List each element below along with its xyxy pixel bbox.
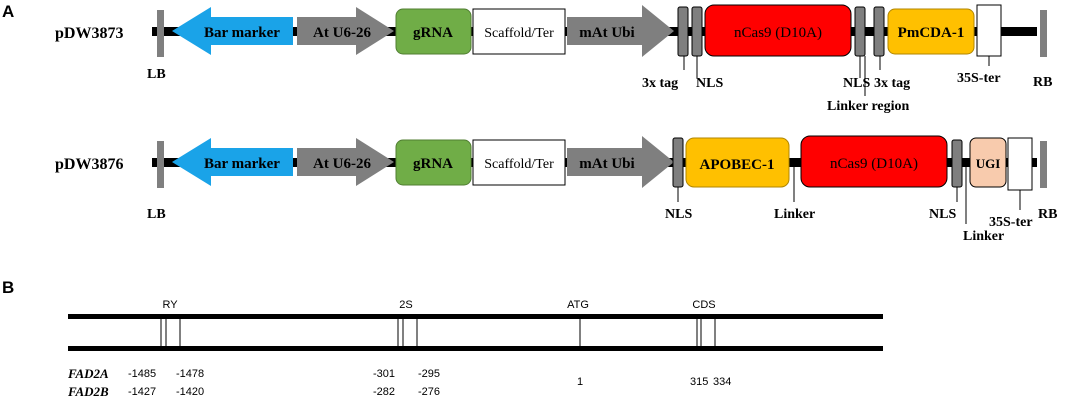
promoter-map: RY 2S ATG CDS FAD2A FAD2B -1485 -1478 -3… bbox=[67, 299, 883, 399]
fad2a-label: FAD2A bbox=[67, 366, 109, 381]
ubi-label: mAt Ubi bbox=[579, 25, 634, 41]
rb-label: RB bbox=[1038, 207, 1057, 222]
scaffold-label: Scaffold/Ter bbox=[484, 157, 554, 172]
cds-label: CDS bbox=[692, 299, 715, 311]
position-value: 315 bbox=[690, 376, 708, 388]
linker-label: Linker bbox=[963, 229, 1004, 244]
nls-label: NLS bbox=[696, 76, 723, 91]
terminator-label: 35S-ter bbox=[957, 71, 1001, 86]
position-value: -276 bbox=[418, 386, 440, 398]
tag-box bbox=[873, 6, 885, 57]
nls-label: NLS bbox=[665, 207, 692, 222]
nls-box bbox=[951, 139, 963, 188]
tag-label: 3x tag bbox=[874, 76, 910, 91]
grna-box bbox=[395, 8, 472, 55]
pmcda-box bbox=[887, 8, 975, 55]
lb-label: LB bbox=[147, 67, 166, 82]
position-value: -1485 bbox=[128, 368, 156, 380]
s2-label: 2S bbox=[399, 299, 412, 311]
ubi-promoter-arrow bbox=[567, 136, 674, 188]
lb-border bbox=[157, 141, 164, 188]
position-value: -1427 bbox=[128, 386, 156, 398]
fad2b-label: FAD2B bbox=[67, 384, 109, 399]
construct-name: pDW3876 bbox=[55, 156, 123, 173]
nls-box bbox=[691, 6, 703, 57]
apobec-label: APOBEC-1 bbox=[700, 157, 775, 173]
terminator-box bbox=[976, 4, 1002, 57]
pmcda-label: PmCDA-1 bbox=[898, 25, 965, 41]
top-strand-line bbox=[68, 314, 883, 319]
position-value: 334 bbox=[713, 376, 731, 388]
ncas9-box bbox=[800, 135, 948, 188]
ry-label: RY bbox=[162, 299, 178, 311]
atg-label: ATG bbox=[567, 299, 589, 311]
ncas9-label: nCas9 (D10A) bbox=[830, 156, 918, 172]
u6-label: At U6-26 bbox=[313, 25, 371, 41]
bar-marker-arrow bbox=[172, 7, 293, 55]
ubi-promoter-arrow bbox=[567, 5, 674, 57]
bottom-strand-line bbox=[68, 346, 883, 351]
rb-label: RB bbox=[1033, 75, 1052, 90]
terminator-label: 35S-ter bbox=[989, 215, 1033, 230]
tag-box bbox=[677, 6, 689, 57]
ubi-label: mAt Ubi bbox=[579, 156, 634, 172]
scaffold-box bbox=[472, 8, 566, 55]
bar-marker-label: Bar marker bbox=[204, 25, 280, 41]
grna-label: gRNA bbox=[413, 156, 453, 172]
linker-region-label: Linker region bbox=[827, 99, 910, 114]
position-value: -301 bbox=[373, 368, 395, 380]
panel-b-label: B bbox=[2, 278, 14, 297]
ncas9-box bbox=[704, 4, 852, 57]
u6-promoter-arrow bbox=[297, 7, 394, 55]
u6-promoter-arrow bbox=[297, 138, 394, 186]
element-ticks bbox=[160, 319, 716, 346]
terminator-box bbox=[1007, 137, 1033, 191]
nls-label: NLS bbox=[929, 207, 956, 222]
position-value: -295 bbox=[418, 368, 440, 380]
position-value: -282 bbox=[373, 386, 395, 398]
lb-label: LB bbox=[147, 207, 166, 222]
grna-label: gRNA bbox=[413, 25, 453, 41]
callout-lines bbox=[683, 56, 990, 96]
linker-label: Linker bbox=[774, 207, 815, 222]
nls-box bbox=[672, 137, 684, 188]
ugi-label: UGI bbox=[976, 156, 1001, 171]
panel-a-label: A bbox=[2, 2, 14, 21]
lb-border bbox=[157, 10, 164, 57]
callout-lines bbox=[677, 162, 1021, 224]
bar-marker-arrow bbox=[172, 138, 293, 186]
position-value: -1420 bbox=[176, 386, 204, 398]
scaffold-label: Scaffold/Ter bbox=[484, 26, 554, 41]
ncas9-label: nCas9 (D10A) bbox=[734, 25, 822, 41]
nls-label: NLS bbox=[843, 76, 870, 91]
apobec-box bbox=[685, 137, 790, 188]
u6-label: At U6-26 bbox=[313, 156, 371, 172]
construct-name: pDW3873 bbox=[55, 25, 123, 42]
grna-box bbox=[395, 139, 472, 186]
position-value: 1 bbox=[577, 376, 583, 388]
position-value: -1478 bbox=[176, 368, 204, 380]
nls-box bbox=[854, 6, 866, 57]
tag-label: 3x tag bbox=[642, 76, 678, 91]
construct-pdw3873: pDW3873 LB Bar marker At U6-26 gRNA Scaf… bbox=[55, 4, 1052, 114]
scaffold-box bbox=[472, 139, 566, 186]
rb-border bbox=[1040, 10, 1047, 57]
construct-pdw3876: pDW3876 LB Bar marker At U6-26 gRNA Scaf… bbox=[55, 135, 1057, 244]
rb-border bbox=[1040, 141, 1047, 188]
bar-marker-label: Bar marker bbox=[204, 156, 280, 172]
ugi-box bbox=[969, 137, 1007, 188]
